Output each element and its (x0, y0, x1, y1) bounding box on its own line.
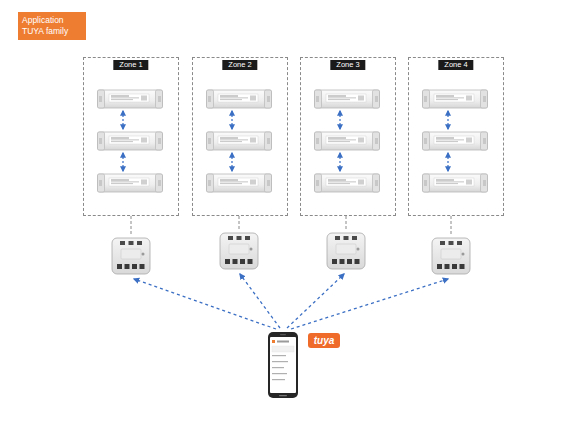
app-header (277, 341, 289, 343)
app-icon (272, 340, 275, 343)
sync-arrow (122, 111, 123, 129)
phone-screen (270, 337, 296, 393)
sync-arrow (339, 153, 340, 171)
application-badge: Application TUYA family (18, 12, 86, 40)
zone-wire (346, 216, 347, 231)
wireless-links (134, 274, 448, 329)
led-drivers (98, 90, 488, 192)
smart-controller (112, 238, 150, 274)
app-row (272, 373, 287, 374)
smart-controller (327, 233, 365, 269)
sync-arrow (447, 111, 448, 129)
app-row (272, 355, 286, 356)
phone-speaker (280, 334, 286, 335)
sync-arrow (447, 153, 448, 171)
wireless-arrow (291, 279, 448, 329)
logo-text: tuya (308, 333, 340, 348)
zone-label: Zone 2 (222, 60, 257, 70)
led-driver (207, 132, 272, 150)
zone-label: Zone 1 (113, 60, 148, 70)
badge-text: Application TUYA family (22, 15, 82, 37)
app-row (272, 361, 288, 362)
zone-box: Zone 4 (408, 57, 504, 216)
led-driver (98, 132, 163, 150)
led-driver (207, 174, 272, 192)
app-row (272, 346, 294, 352)
wireless-arrow (240, 274, 280, 328)
app-row (272, 379, 285, 380)
zone-wires (131, 216, 451, 236)
zone-box: Zone 2 (192, 57, 288, 216)
wireless-arrow (134, 279, 276, 329)
zone-wire (451, 216, 452, 236)
home-bar (279, 395, 287, 396)
driver-links (123, 111, 448, 171)
smart-controller (220, 233, 258, 269)
tuya-logo: tuya (308, 333, 340, 348)
zone-box: Zone 1 (83, 57, 179, 216)
sync-arrow (122, 153, 123, 171)
app-row (272, 367, 284, 368)
led-driver (315, 90, 380, 108)
zone-label: Zone 3 (330, 60, 365, 70)
led-driver (98, 174, 163, 192)
led-driver (423, 132, 488, 150)
sync-arrow (231, 153, 232, 171)
led-driver (315, 174, 380, 192)
smartphone (268, 332, 298, 398)
led-driver (423, 90, 488, 108)
led-driver (423, 174, 488, 192)
phone-body (268, 332, 298, 398)
smart-controller (432, 238, 470, 274)
zone-box: Zone 3 (300, 57, 396, 216)
controllers (112, 233, 470, 274)
led-driver (207, 90, 272, 108)
zone-wire (239, 216, 240, 231)
zone-wire (131, 216, 132, 236)
sync-arrow (339, 111, 340, 129)
sync-arrow (231, 111, 232, 129)
wireless-arrow (287, 274, 344, 328)
zone-label: Zone 4 (438, 60, 473, 70)
led-driver (98, 90, 163, 108)
led-driver (315, 132, 380, 150)
